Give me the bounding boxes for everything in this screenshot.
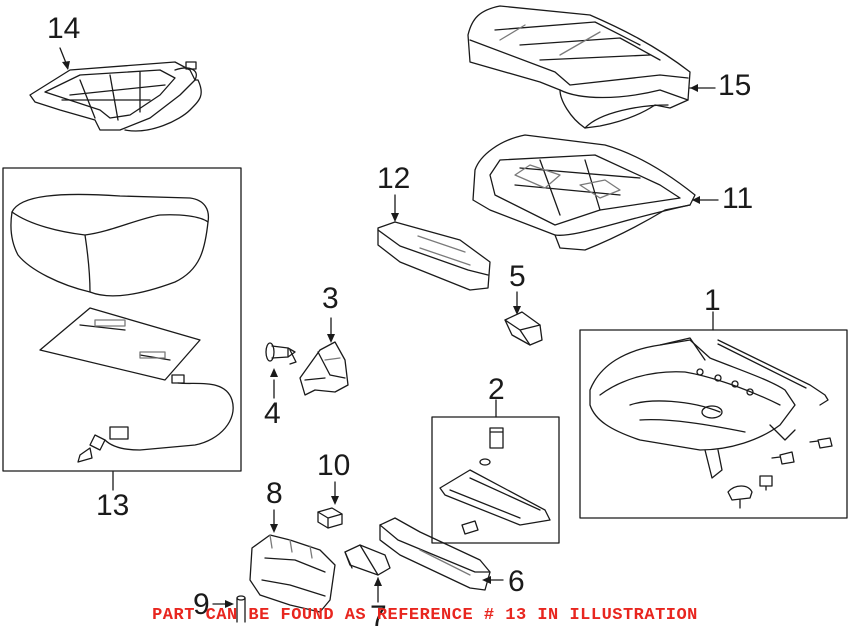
part-1-seat-frame [580, 312, 847, 518]
part-5-clip [505, 292, 542, 345]
part-12-bolster [378, 195, 490, 290]
callout-1: 1 [704, 284, 721, 317]
part-10-block [318, 482, 342, 528]
callout-11: 11 [722, 182, 754, 215]
callout-13: 13 [96, 489, 130, 522]
callout-6: 6 [508, 565, 525, 598]
part-14-heater-mat [30, 48, 201, 131]
part-6-trim-panel [380, 518, 503, 590]
part-2-mounting-plate [432, 400, 559, 543]
callout-9: 9 [193, 588, 210, 621]
callout-14: 14 [47, 12, 81, 45]
callout-7: 7 [370, 600, 387, 633]
part-8-trim-housing [250, 510, 335, 612]
part-13-heater-assembly [3, 168, 241, 490]
part-11-cushion-pad [473, 135, 718, 250]
callout-15: 15 [718, 69, 752, 102]
callout-2: 2 [488, 373, 505, 406]
part-7-cover [345, 545, 390, 602]
callout-5: 5 [509, 260, 526, 293]
callout-12: 12 [377, 162, 411, 195]
part-15-cushion-cover [468, 6, 715, 128]
reference-notice: PART CAN BE FOUND AS REFERENCE # 13 IN I… [152, 606, 698, 625]
part-3-bracket [300, 318, 348, 395]
callout-3: 3 [322, 282, 339, 315]
callout-10: 10 [317, 449, 351, 482]
callout-4: 4 [264, 397, 281, 430]
part-4-pin [266, 343, 296, 398]
callout-8: 8 [266, 477, 283, 510]
part-9-screw [213, 596, 245, 622]
